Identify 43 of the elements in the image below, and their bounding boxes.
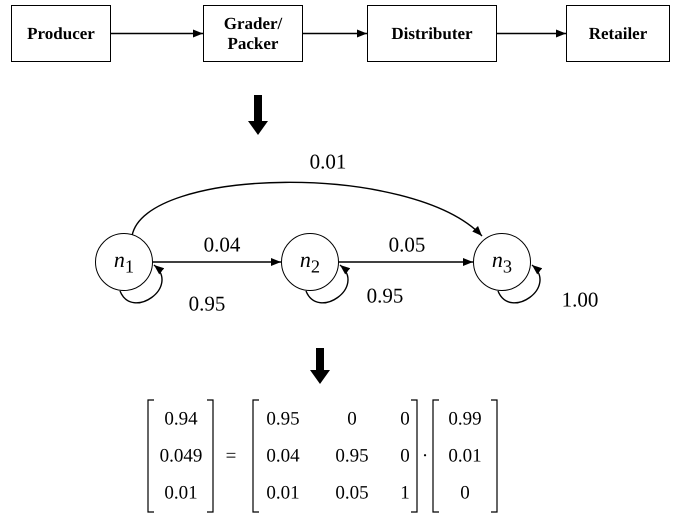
process-box	[367, 5, 497, 62]
self-loop-arrow	[305, 264, 350, 304]
arrow	[153, 258, 281, 266]
matrix-entry: 0.95	[335, 446, 369, 466]
state-label: n$_{1}$	[114, 246, 134, 278]
edge-label: 0.95	[188, 294, 226, 314]
box-label: Distributer	[391, 24, 473, 44]
box-label: Grader/ Packer	[222, 14, 284, 54]
box-label: Producer	[27, 24, 95, 44]
arrow	[339, 258, 473, 266]
matrix-entry: 0.01	[266, 484, 300, 502]
arrow	[131, 182, 482, 237]
matrix-entry: 0.94	[164, 410, 198, 428]
arrow	[111, 30, 203, 38]
self-loop-arrow	[119, 264, 164, 304]
arrow	[303, 30, 367, 38]
matrix-entry: 0.01	[448, 446, 482, 466]
matrix-entry: 0.049	[160, 446, 202, 466]
matrix-entry: 0.05	[335, 484, 369, 502]
math-operator: =	[226, 446, 236, 466]
edge-label: 1.00	[562, 290, 598, 310]
process-box	[11, 5, 111, 62]
process-box	[203, 5, 303, 62]
matrix-entry: 0	[400, 410, 410, 428]
matrix-entry: 0	[460, 484, 470, 502]
math-operator: ·	[422, 446, 428, 466]
edge-label: 0.05	[388, 234, 426, 256]
matrix-entry: 0.95	[266, 410, 300, 428]
matrix-entry: 0.01	[164, 484, 198, 502]
state-label: n$_{3}$	[492, 246, 512, 278]
process-box	[566, 5, 670, 62]
state-label: n$_{2}$	[300, 246, 320, 278]
matrix-entry: 0	[347, 410, 357, 428]
arrow	[497, 30, 566, 38]
matrix-entry: 0.99	[448, 410, 482, 428]
edge-label: 0.95	[366, 286, 404, 306]
edge-label: 0.01	[310, 152, 346, 172]
matrix-entry: 0.04	[266, 446, 300, 466]
box-label: Retailer	[588, 24, 648, 44]
matrix-entry: 1	[400, 484, 410, 502]
edge-label: 0.04	[204, 234, 240, 256]
self-loop-arrow	[497, 264, 542, 304]
matrix-entry: 0	[400, 446, 410, 466]
